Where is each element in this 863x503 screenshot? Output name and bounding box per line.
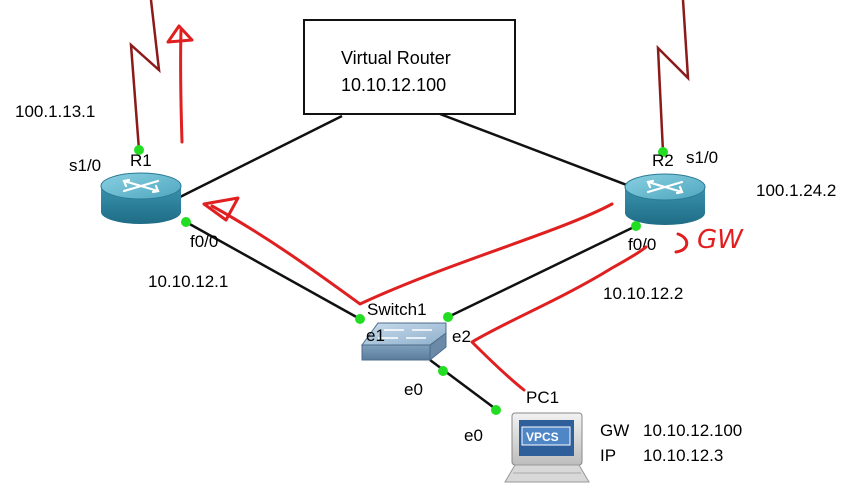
- r1-fast-ip-label: 10.10.12.1: [148, 272, 228, 291]
- port-dot-r1-f0-0: [181, 217, 191, 227]
- pc1-name-label: PC1: [526, 388, 559, 407]
- r1-serial-ip-label: 100.1.13.1: [15, 102, 95, 121]
- r1-fast-port-label: f0/0: [190, 232, 218, 251]
- r2-serial-link[interactable]: [656, 0, 690, 153]
- annotation-gw-text: GW: [697, 225, 744, 255]
- vrouter-r2-link: [439, 112, 641, 192]
- switch-switch1[interactable]: [361, 322, 447, 362]
- router-r1[interactable]: [100, 172, 182, 224]
- port-dot-switch-e0: [438, 366, 448, 376]
- switch1-port-e0-label: e0: [404, 380, 423, 399]
- port-dot-switch-e2: [443, 312, 453, 322]
- router-arrows-icon: [646, 179, 684, 195]
- r1-switch-link[interactable]: [185, 220, 361, 321]
- port-dot-r1-s1-0: [134, 145, 144, 155]
- pc1-screen-label: VPCS: [526, 430, 559, 444]
- r1-serial-link[interactable]: [129, 0, 161, 151]
- router-arrows-icon: [122, 178, 160, 194]
- virtual-router-box[interactable]: Virtual Router 10.10.12.100: [303, 19, 516, 115]
- switch-arrows-icon: [378, 329, 432, 339]
- switch1-port-e2-label: e2: [452, 327, 471, 346]
- pc-pc1[interactable]: VPCS: [504, 412, 590, 483]
- vrouter-r1-link: [177, 114, 343, 200]
- virtual-router-ip: 10.10.12.100: [341, 75, 446, 95]
- switch1-port-e1-label: e1: [366, 326, 385, 345]
- annotation-traffic-path: [202, 196, 648, 392]
- r2-fast-ip-label: 10.10.12.2: [603, 284, 683, 303]
- r2-name-label: R2: [652, 151, 674, 170]
- r2-serial-port-label: s1/0: [686, 148, 718, 167]
- pc1-ip-label: IP: [600, 446, 616, 465]
- router-r2[interactable]: [624, 173, 706, 225]
- pc1-gw-label: GW: [600, 421, 629, 440]
- annotation-gw-bracket: [674, 232, 689, 254]
- pc1-ip-value: 10.10.12.3: [643, 446, 723, 465]
- port-dot-switch-e1: [355, 314, 365, 324]
- port-dot-pc1-e0: [491, 405, 501, 415]
- r1-serial-port-label: s1/0: [69, 156, 101, 175]
- port-dot-r2-f0-0: [631, 221, 641, 231]
- pc1-gw-value: 10.10.12.100: [643, 421, 742, 440]
- pc1-port-label: e0: [464, 426, 483, 445]
- annotation-up-arrow: [166, 24, 194, 144]
- r2-fast-port-label: f0/0: [628, 235, 656, 254]
- r2-switch-link[interactable]: [447, 224, 637, 319]
- r1-name-label: R1: [130, 151, 152, 170]
- switch1-name-label: Switch1: [367, 300, 427, 319]
- virtual-router-title: Virtual Router: [341, 48, 451, 68]
- r2-serial-ip-label: 100.1.24.2: [756, 181, 836, 200]
- port-dot-r2-s1-0: [658, 147, 668, 157]
